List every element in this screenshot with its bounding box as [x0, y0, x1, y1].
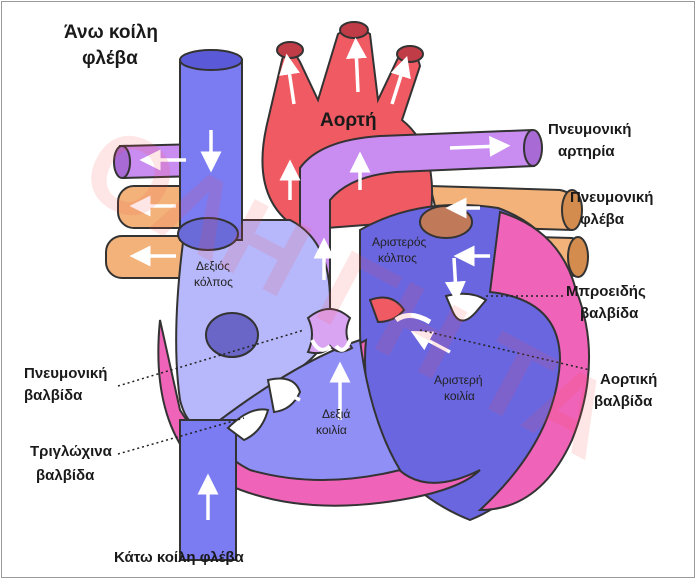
- label-pulmonary-valve-2: βαλβίδα: [24, 387, 83, 404]
- label-aorta: Αορτή: [320, 110, 377, 131]
- label-tricuspid-valve-1: Τριγλώχινα: [30, 443, 113, 460]
- label-pulmonary-vein-2: φλέβα: [580, 211, 625, 228]
- label-pulmonary-artery-2: αρτηρία: [558, 143, 615, 160]
- label-right-ventricle-2: κοιλία: [316, 423, 347, 437]
- label-inferior-vena-cava: Κάτω κοίλη φλέβα: [114, 549, 245, 566]
- label-pulmonary-valve-1: Πνευμονική: [24, 365, 107, 382]
- label-mitral-valve-2: βαλβίδα: [580, 305, 639, 322]
- label-right-ventricle-1: Δεξιά: [322, 407, 350, 421]
- label-mitral-valve-1: Μπροειδής: [566, 283, 646, 300]
- label-superior-vena-cava-1: Άνω κοίλη: [64, 22, 158, 43]
- label-superior-vena-cava-2: φλέβα: [82, 48, 138, 69]
- label-pulmonary-vein-1: Πνευμονική: [570, 189, 653, 206]
- label-tricuspid-valve-2: βαλβίδα: [36, 467, 95, 484]
- label-pulmonary-artery-1: Πνευμονική: [548, 121, 631, 138]
